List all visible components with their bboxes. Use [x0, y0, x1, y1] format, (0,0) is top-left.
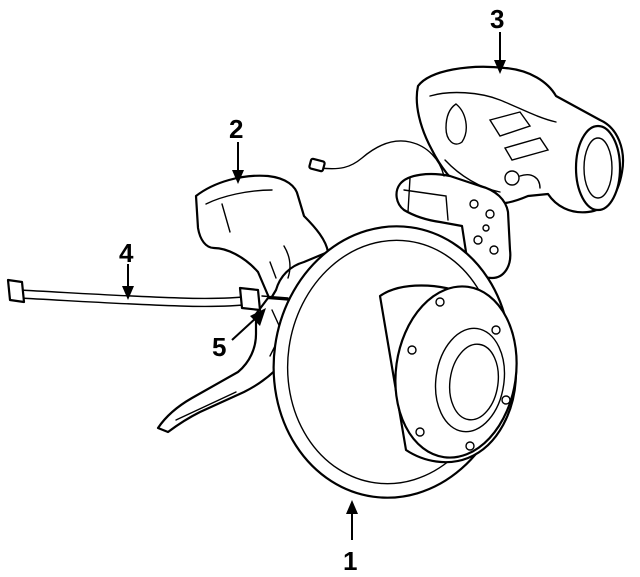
callout-1: 1 — [343, 546, 357, 576]
brake-rotor — [272, 225, 518, 499]
arrowhead-2 — [232, 170, 244, 184]
caliper — [415, 65, 625, 214]
splash-shield — [194, 174, 330, 302]
callout-5: 5 — [212, 332, 226, 362]
callout-2: 2 — [229, 114, 243, 144]
callout-leaders — [122, 32, 506, 540]
brake-hose — [6, 278, 289, 312]
brake-pad-bracket — [395, 173, 512, 280]
wear-sensor-wire — [308, 140, 445, 177]
arrowhead-1 — [346, 500, 358, 514]
leader-5 — [231, 317, 257, 341]
arrowhead-4 — [122, 286, 134, 300]
arrowhead-5 — [250, 308, 266, 326]
callout-3: 3 — [490, 4, 504, 34]
arrowhead-3 — [494, 60, 506, 74]
callout-4: 4 — [119, 238, 134, 268]
